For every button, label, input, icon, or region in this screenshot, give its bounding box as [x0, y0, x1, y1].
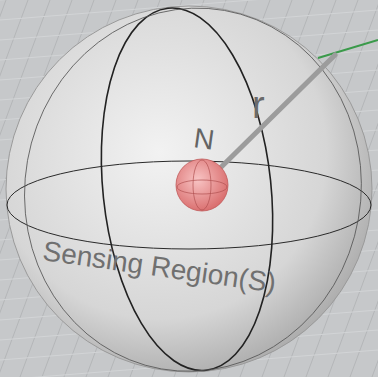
grid-line: [0, 0, 6, 377]
ball-outline: [176, 159, 228, 211]
radius-line: [205, 55, 335, 183]
sensing-sphere: Sensing Region(S)N: [5, 5, 373, 373]
ball-wire: [193, 160, 211, 210]
grid-line: [372, 0, 378, 377]
node-ball: N: [175, 158, 229, 212]
node-label: N: [192, 122, 216, 157]
meridian-line: [84, 0, 289, 377]
radius-label: r: [252, 84, 265, 127]
sphere-outline: [6, 6, 372, 372]
ball-wire: [177, 180, 227, 194]
ball-illustration: [175, 158, 229, 212]
axis-line: [318, 40, 378, 58]
